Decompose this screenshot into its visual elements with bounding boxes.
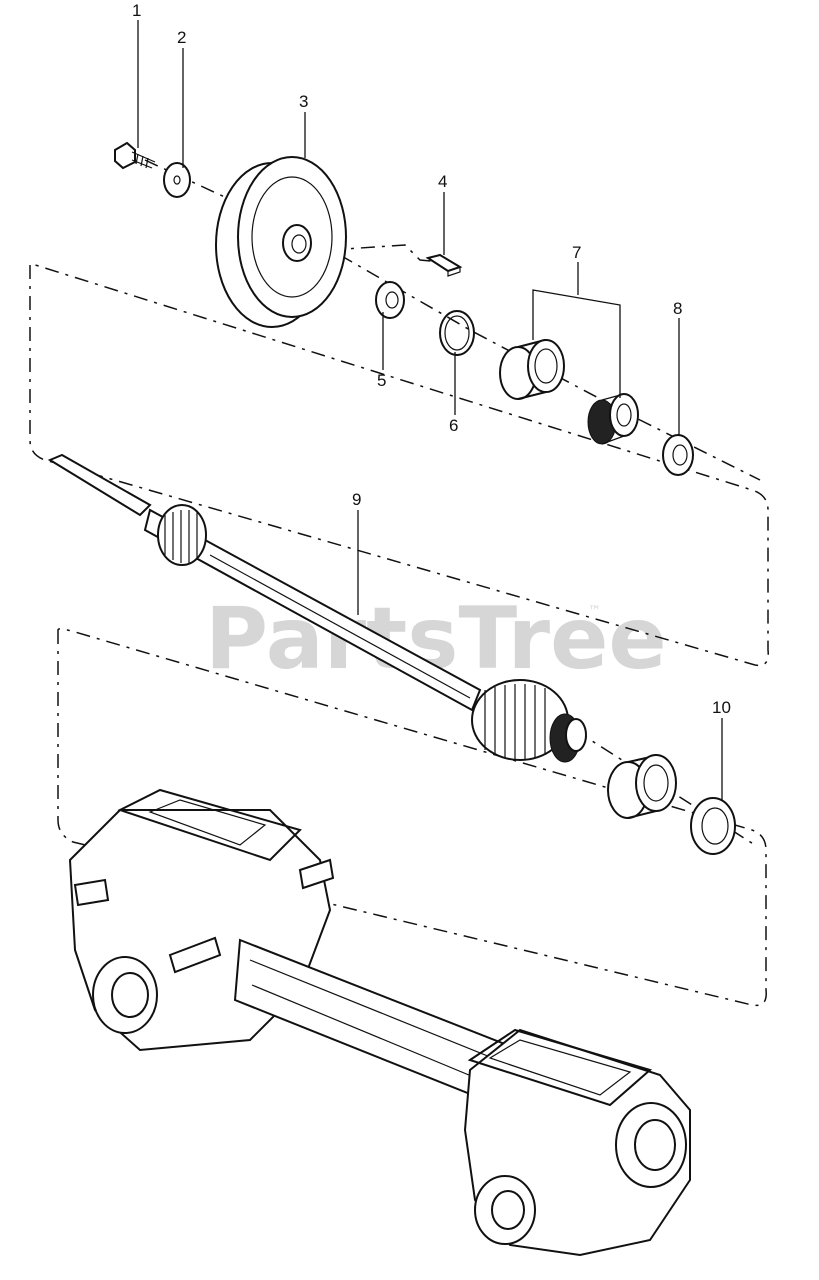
- callout-8: 8: [673, 299, 682, 318]
- callout-4: 4: [438, 172, 447, 191]
- callout-2: 2: [177, 28, 186, 47]
- callout-7: 7: [572, 243, 581, 262]
- callout-1: 1: [132, 1, 141, 20]
- watermark-trademark: ™: [588, 604, 601, 619]
- part-1-bolt: [114, 141, 156, 170]
- part-7-bearing-cone: [587, 393, 639, 445]
- group-outline-lower: [57, 628, 767, 1007]
- leader-lines: [137, 20, 723, 800]
- callout-5: 5: [377, 371, 386, 390]
- callout-3: 3: [299, 92, 308, 111]
- part-5-washer: [375, 281, 405, 319]
- part-7-bearing-cup: [499, 339, 565, 400]
- part-2-washer: [163, 162, 191, 198]
- assembly-axis-lines: [144, 159, 761, 846]
- part-10-washer: [690, 797, 736, 855]
- part-8-washer: [662, 434, 694, 476]
- part-6-retaining-ring: [439, 310, 475, 356]
- group-outline-upper: [29, 263, 769, 667]
- callout-9: 9: [352, 490, 361, 509]
- part-9-worm-shaft: [47, 453, 587, 763]
- part-3-pulley: [215, 156, 347, 328]
- callout-numbers: 1 2 3 4 5 6 7 8 9 10: [132, 1, 731, 717]
- part-4-key: [425, 253, 463, 277]
- callout-6: 6: [449, 416, 458, 435]
- callout-10: 10: [712, 698, 731, 717]
- gearcase-housing: [68, 788, 691, 1257]
- part-10-bearing-cup: [607, 754, 677, 819]
